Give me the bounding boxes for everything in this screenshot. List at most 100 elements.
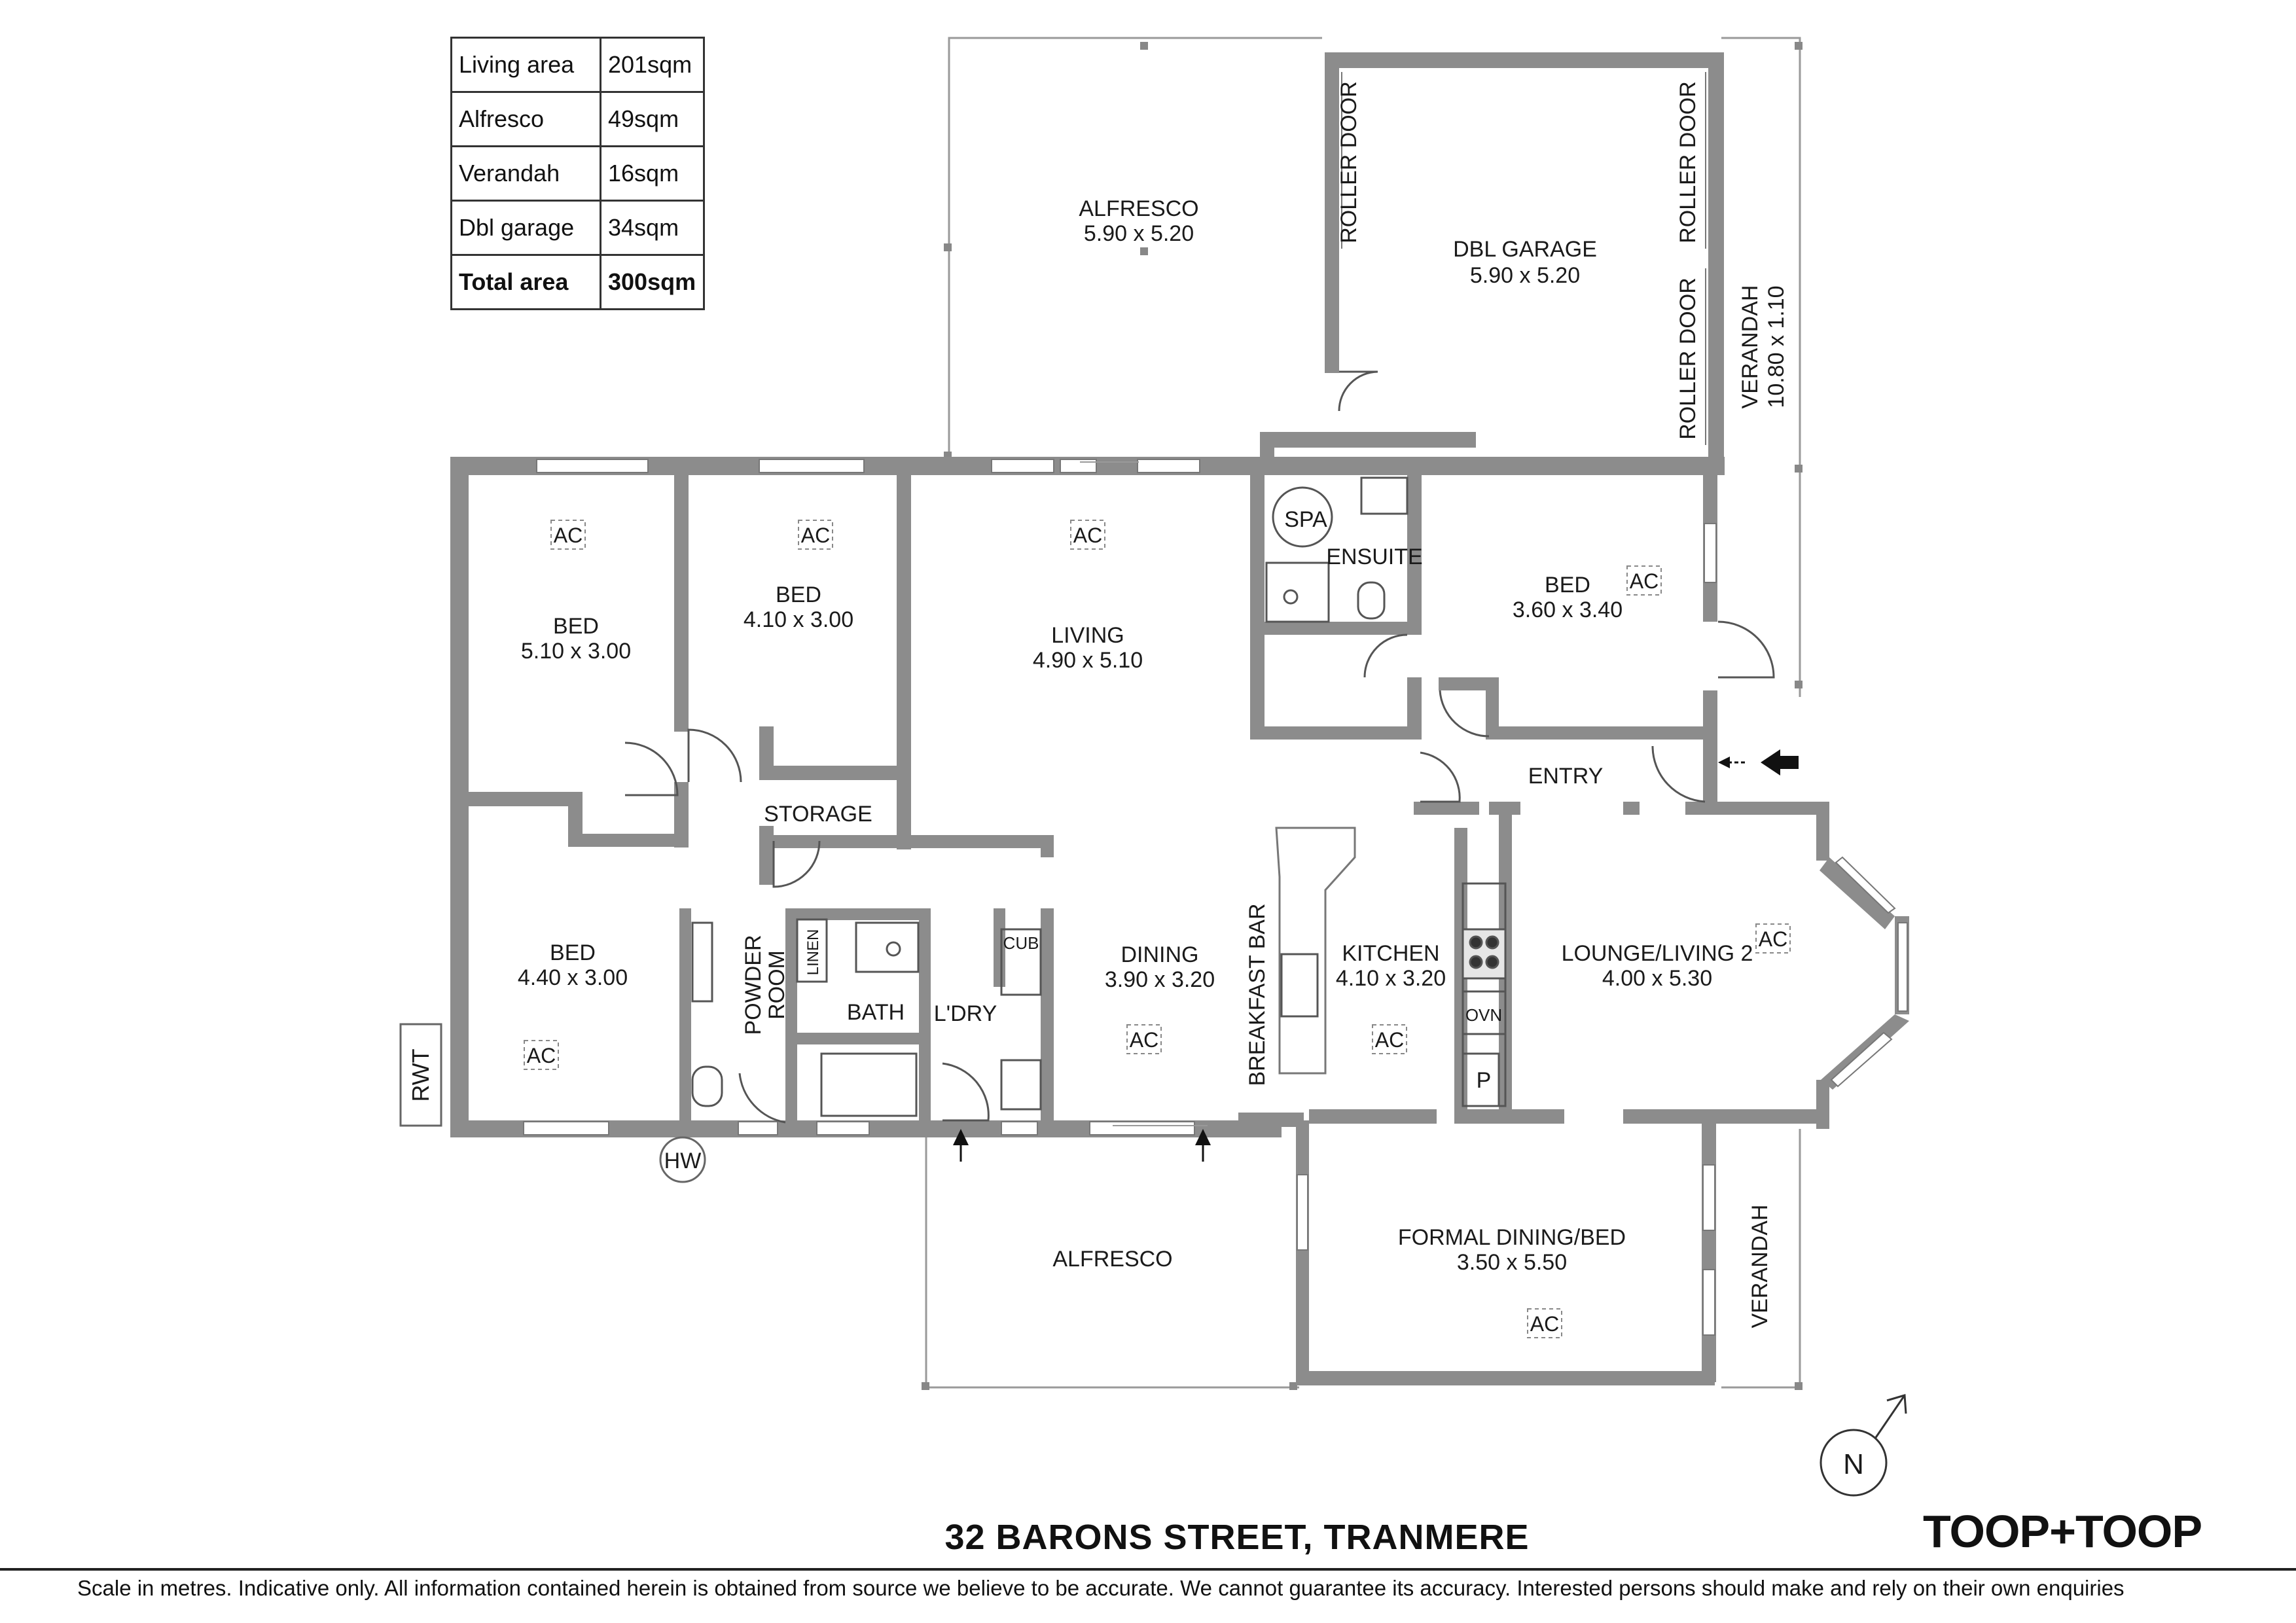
north-compass-icon: N [1820, 1394, 1907, 1497]
room-name: LOUNGE/LIVING 2 [1562, 941, 1753, 966]
wall [674, 457, 689, 732]
wall [1816, 802, 1829, 861]
room-name: ALFRESCO [1079, 196, 1198, 221]
trough [1000, 1059, 1042, 1111]
room-name: CUB [1003, 933, 1039, 953]
wall [1260, 457, 1725, 475]
wall [1486, 726, 1715, 740]
room-size: 3.90 x 3.20 [1105, 967, 1215, 992]
kitchen-bench [1462, 882, 1507, 1107]
area-label: Living area [450, 37, 601, 93]
room-name: STORAGE [764, 802, 872, 827]
room-size: 4.00 x 5.30 [1602, 966, 1712, 991]
entry-arrow-icon [953, 749, 1799, 1162]
room-name: VERANDAH [1748, 1205, 1772, 1329]
area-label: Verandah [450, 145, 601, 202]
window [523, 1121, 609, 1135]
ac-label: AC [801, 524, 830, 547]
wall [674, 782, 689, 847]
verandah-east-outline [1721, 37, 1801, 697]
shower [855, 921, 920, 973]
fixture-label: OVN [1465, 1005, 1502, 1025]
walls [450, 52, 1909, 1385]
wall [793, 908, 924, 920]
bay-wall [1820, 857, 1895, 929]
wall [568, 834, 687, 847]
room-name: LINEN [804, 929, 822, 976]
toilet [1357, 581, 1386, 620]
room-name: DBL GARAGE [1453, 237, 1597, 262]
wall [1260, 432, 1476, 448]
door-swing [687, 728, 742, 783]
wall [785, 908, 797, 1124]
bay-window [1830, 1031, 1893, 1088]
wall [1325, 52, 1724, 68]
door-swing [1420, 751, 1461, 803]
room-size: 3.50 x 5.50 [1457, 1250, 1567, 1275]
wall [1296, 1371, 1715, 1385]
vanity [691, 921, 713, 1003]
room-name: FORMAL DINING/BED [1398, 1225, 1626, 1250]
hot-water-unit [659, 1136, 706, 1183]
window [1704, 523, 1717, 583]
room-name: ROLLER DOOR [1676, 81, 1700, 243]
bathtub [820, 1052, 918, 1117]
rwt-label: RWT [407, 1048, 434, 1101]
wall [568, 792, 583, 838]
wall [759, 826, 774, 885]
wall [1439, 677, 1498, 690]
window [759, 459, 865, 473]
window [991, 459, 1054, 473]
ac-label: AC [554, 524, 583, 547]
wall [1685, 802, 1829, 815]
outdoor-areas [925, 37, 1801, 1389]
toilet [691, 1065, 723, 1107]
post-markers [922, 42, 1803, 1390]
disclaimer-text: Scale in metres. Indicative only. All in… [77, 1576, 2125, 1600]
wall [1623, 1109, 1829, 1124]
wall [897, 457, 911, 849]
north-label: N [1843, 1448, 1864, 1480]
area-label: Dbl garage [450, 200, 601, 256]
door-swing [738, 1073, 786, 1124]
room-name: POWDER [741, 935, 766, 1035]
wall [450, 792, 568, 806]
rainwater-tank [399, 1023, 442, 1127]
area-value: 201sqm [600, 37, 705, 93]
window [1702, 1164, 1715, 1231]
ac-label: AC [1130, 1028, 1158, 1052]
wall [762, 835, 1050, 848]
door-swing [1338, 370, 1378, 412]
ac-label: AC [1530, 1312, 1559, 1336]
window [816, 1121, 870, 1135]
wall [1041, 835, 1054, 857]
wall [1041, 908, 1054, 1124]
alfresco-top-outline [948, 37, 1322, 457]
wall [1407, 465, 1422, 635]
wall [1296, 1120, 1309, 1382]
area-value: 34sqm [600, 200, 705, 256]
linen-cupboard [796, 918, 828, 983]
ac-label: AC [1375, 1028, 1404, 1052]
room-size: 4.10 x 3.20 [1336, 966, 1446, 991]
wall [1407, 677, 1422, 740]
window [1001, 1121, 1038, 1135]
spa-tub [1272, 486, 1333, 548]
door-swing [1439, 690, 1490, 738]
room-name: BED [776, 582, 821, 607]
room-name: DINING [1121, 942, 1199, 967]
room-name: BATH [847, 1000, 905, 1025]
room-size: 5.90 x 5.20 [1470, 263, 1580, 288]
area-label: Total area [450, 254, 601, 310]
room-name: ENTRY [1528, 764, 1604, 789]
laundry-cupboard [1000, 928, 1042, 996]
room-size: 4.10 x 3.00 [744, 607, 853, 632]
room-name: BED [550, 940, 596, 965]
wall [759, 766, 910, 780]
wall [1325, 52, 1339, 373]
room-name: ROOM [764, 950, 789, 1020]
area-value: 16sqm [600, 145, 705, 202]
wall [1250, 726, 1414, 740]
